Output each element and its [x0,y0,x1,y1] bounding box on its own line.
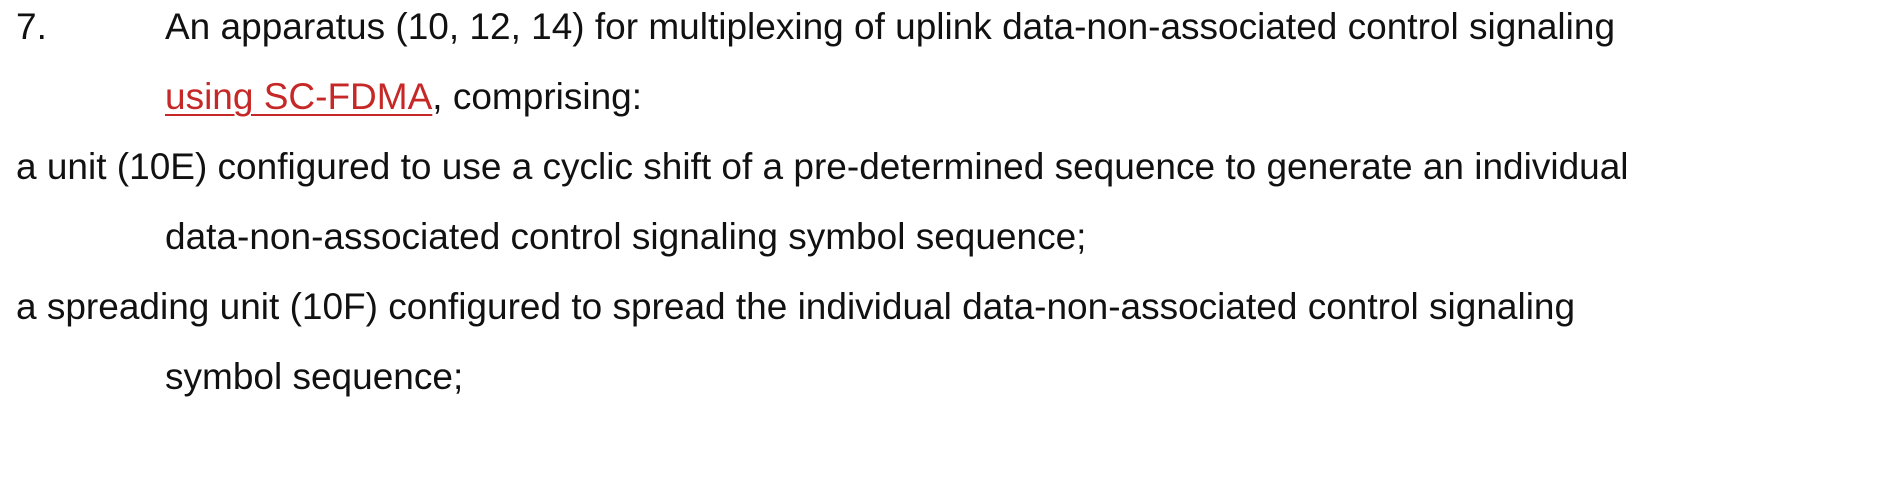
inserted-text: using SC-FDMA [165,76,433,117]
claim-element-spreading-unit: a spreading unit (10F) configured to spr… [16,272,1860,342]
claim-number: 7. [16,6,47,47]
claim-element-unit-continuation: data-non-associated control signaling sy… [165,202,1860,272]
element-spreading-continuation-text: symbol sequence; [165,356,464,397]
claim-element-unit: a unit (10E) configured to use a cyclic … [16,132,1860,202]
element-unit-text: a unit (10E) configured to use a cyclic … [16,146,1629,187]
claim-preamble-line: 7. An apparatus (10, 12, 14) for multipl… [16,0,1860,62]
claim-element-spreading-continuation: symbol sequence; [165,342,1860,412]
element-spreading-text: a spreading unit (10F) configured to spr… [16,286,1576,327]
element-unit-continuation-text: data-non-associated control signaling sy… [165,216,1087,257]
preamble-rest: , comprising: [432,76,643,117]
claim-preamble-continuation: using SC-FDMA, comprising: [165,62,1860,132]
claim-preamble-text: An apparatus (10, 12, 14) for multiplexi… [165,6,1616,47]
